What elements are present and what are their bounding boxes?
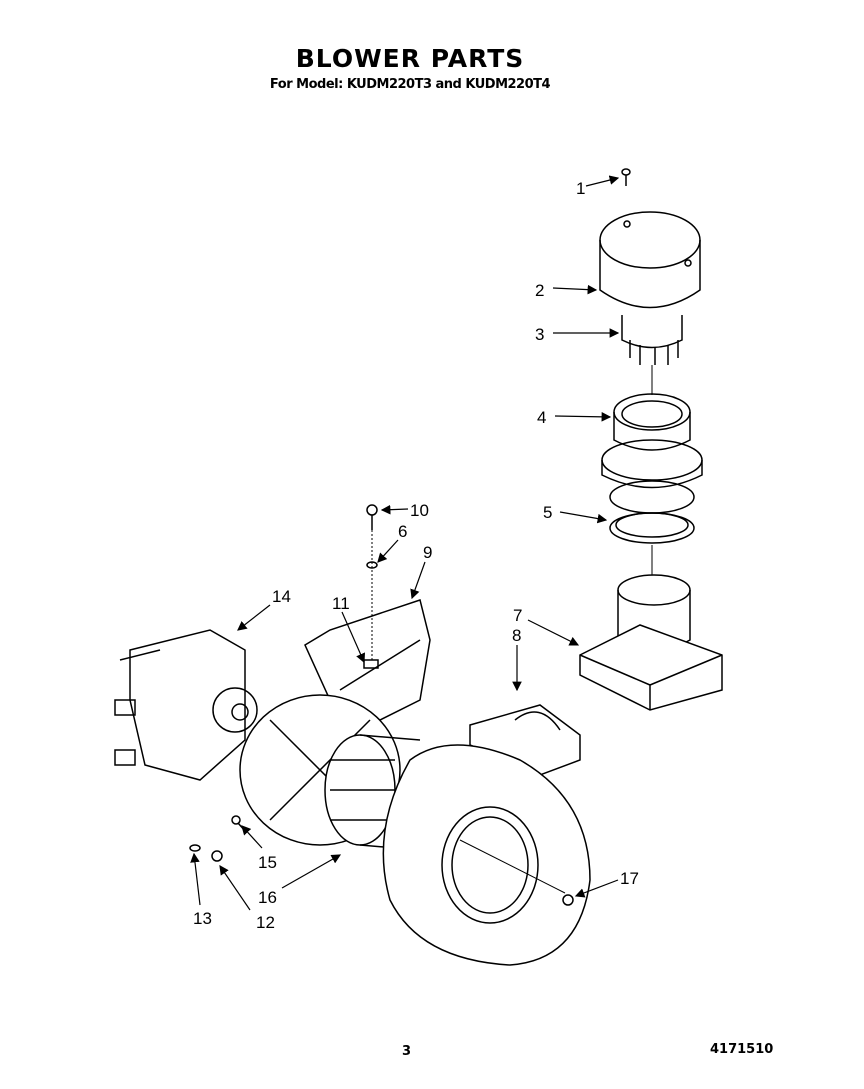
part-10-bolt xyxy=(366,504,378,530)
model-subtitle: For Model: KUDM220T3 and KUDM220T4 xyxy=(269,77,551,92)
part-17-nut xyxy=(562,894,574,906)
callout-6: 6 xyxy=(398,522,407,541)
callout-4: 4 xyxy=(537,408,546,427)
part-8-blower-housing xyxy=(382,704,591,966)
callout-16: 16 xyxy=(258,888,277,907)
leader-lines xyxy=(190,175,620,911)
part-13-washer xyxy=(189,844,201,852)
callout-10: 10 xyxy=(410,501,429,520)
part-4-motor-housing xyxy=(601,393,703,514)
part-2-motor-cover xyxy=(599,211,701,309)
part-7-adapter-base xyxy=(579,574,723,711)
part-3-motor xyxy=(621,315,683,365)
part-14-drive-motor xyxy=(114,629,258,781)
part-code: 4171510 xyxy=(710,1042,774,1057)
callout-2: 2 xyxy=(535,281,544,300)
callout-8: 8 xyxy=(512,626,521,645)
part-15-screw xyxy=(231,815,247,833)
part-6-washer xyxy=(366,561,378,569)
page-number: 3 xyxy=(402,1044,412,1059)
page-title: BLOWER PARTS xyxy=(295,44,525,73)
callout-3: 3 xyxy=(535,325,544,344)
callout-15: 15 xyxy=(258,853,277,872)
part-11-nut xyxy=(363,659,379,669)
callout-12: 12 xyxy=(256,913,275,932)
callout-17: 17 xyxy=(620,869,639,888)
callout-9: 9 xyxy=(423,543,432,562)
callout-5: 5 xyxy=(543,503,552,522)
callout-7: 7 xyxy=(513,606,522,625)
part-5-gasket xyxy=(609,512,695,544)
part-1-screw xyxy=(621,168,631,186)
callout-13: 13 xyxy=(193,909,212,928)
callout-14: 14 xyxy=(272,587,291,606)
callout-11: 11 xyxy=(332,594,350,613)
callout-1: 1 xyxy=(576,179,585,198)
part-12-nut xyxy=(211,850,223,862)
